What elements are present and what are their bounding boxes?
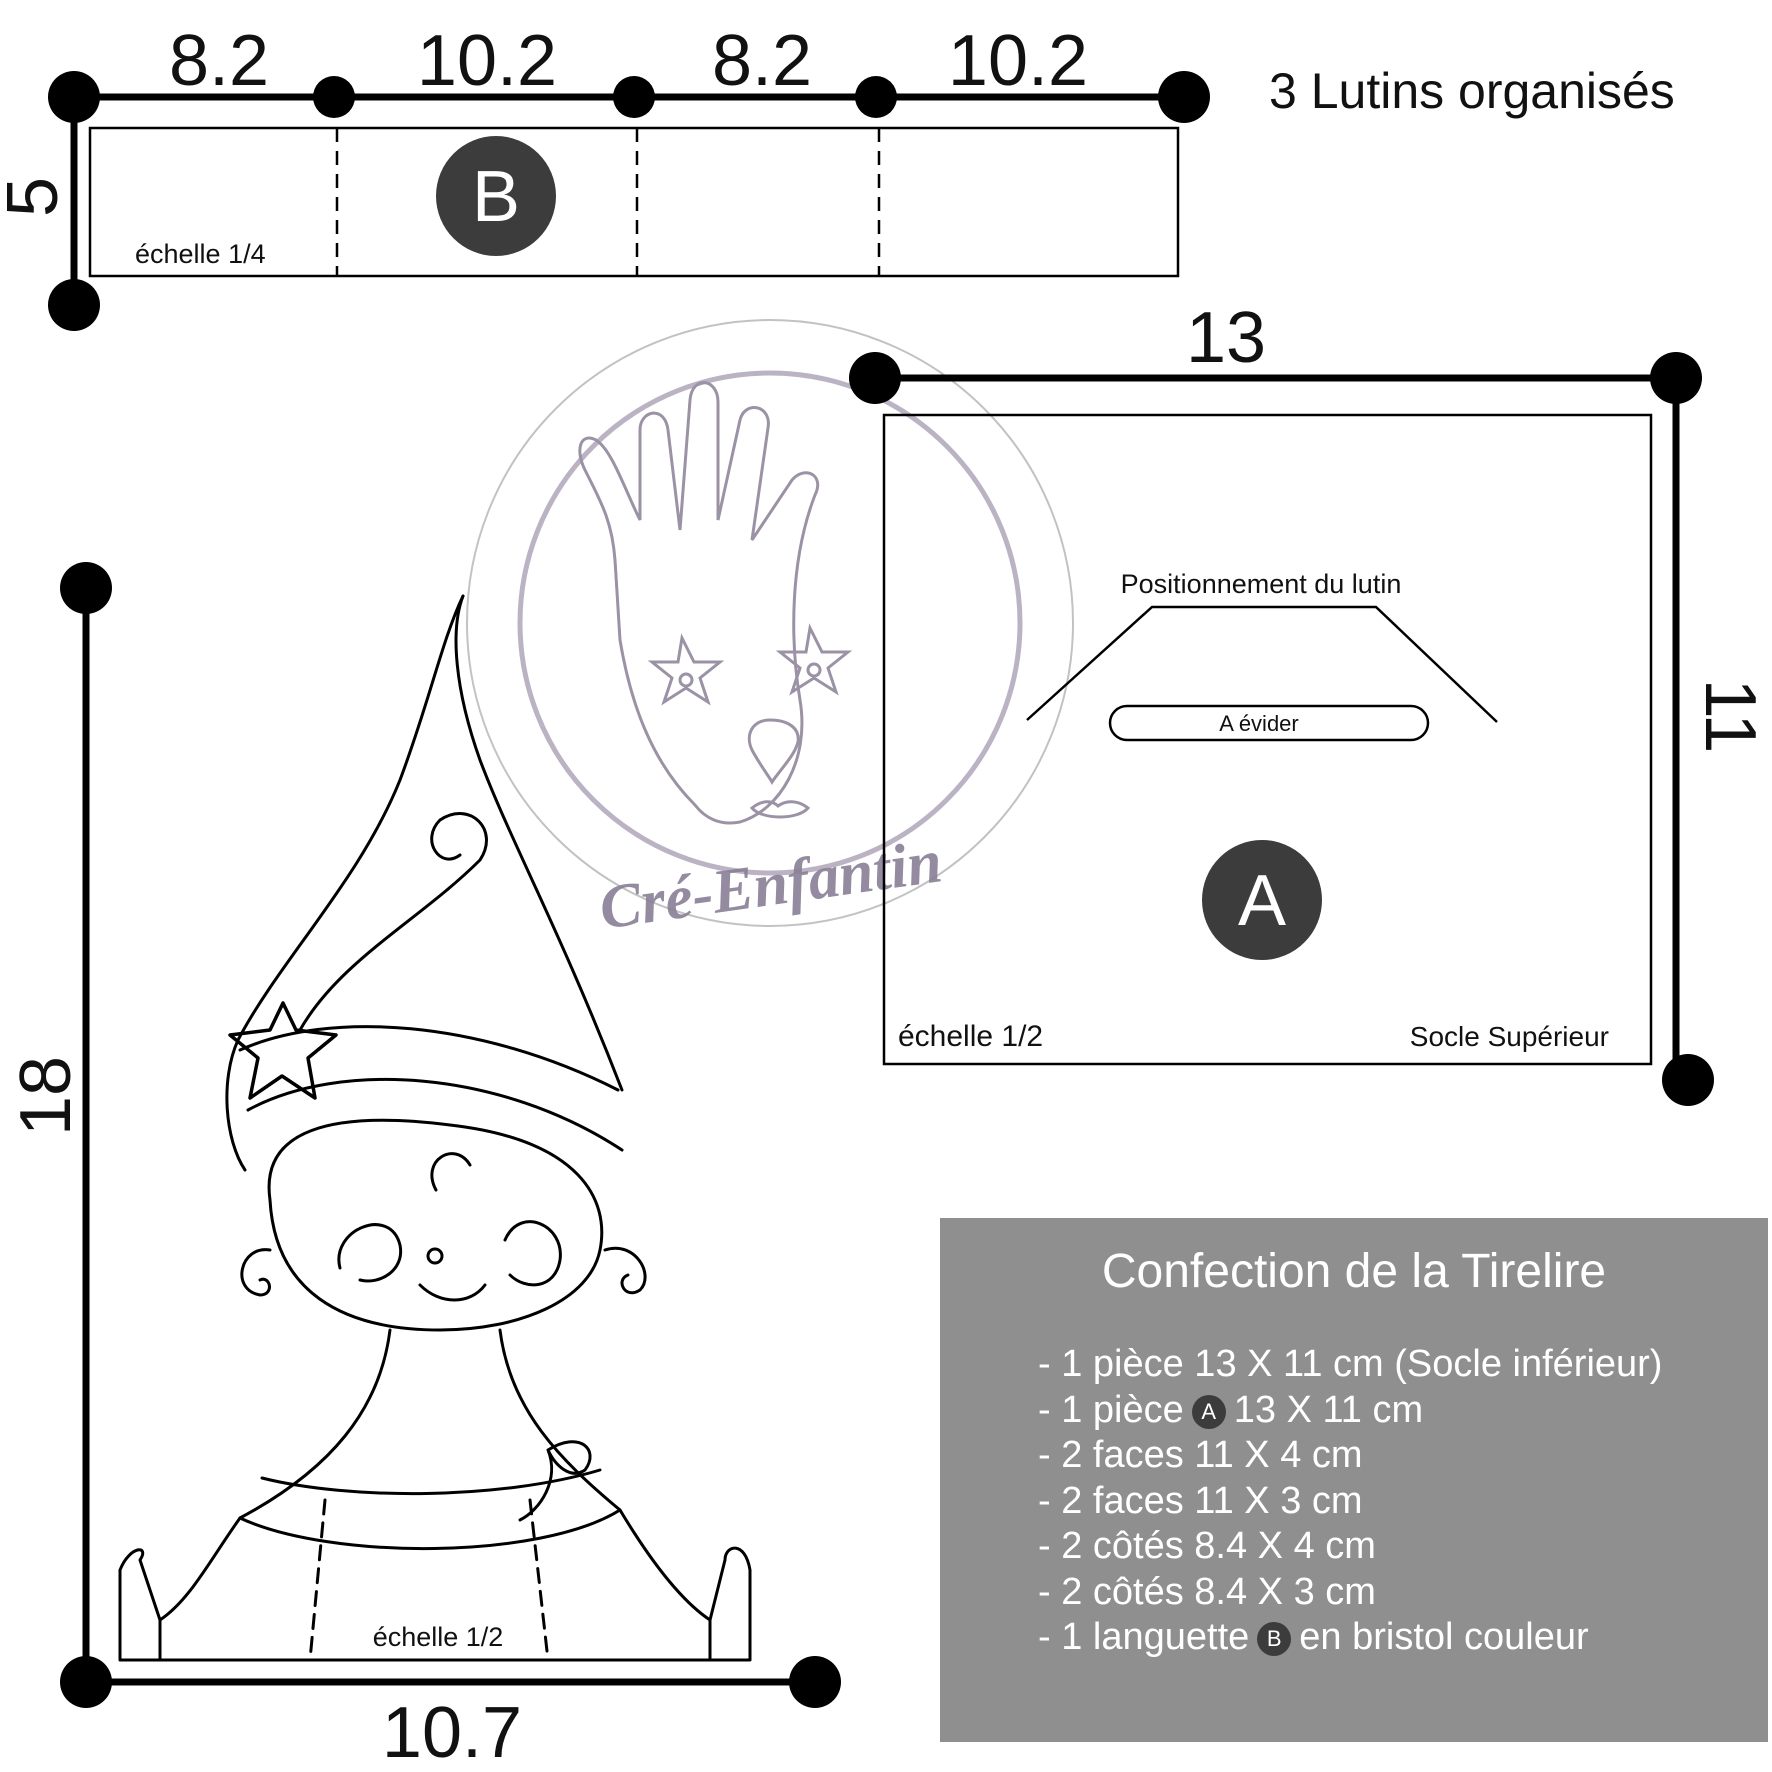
list-item-text: - 2 faces 11 X 3 cm [1038, 1479, 1363, 1522]
strip-height-label: 5 [0, 177, 73, 217]
strip-scale-label: échelle 1/4 [135, 239, 266, 269]
strip-caption: 3 Lutins organisés [1269, 63, 1675, 119]
piece-a-badge-letter: A [1238, 861, 1286, 941]
elf-scale-label: échelle 1/2 [373, 1622, 504, 1652]
elf-dimension-line [60, 562, 841, 1708]
slot-cutout-label: A évider [1219, 711, 1299, 736]
piece-a-scale-label: échelle 1/2 [898, 1020, 1043, 1053]
strip-segment-label-3: 8.2 [712, 21, 812, 101]
info-title: Confection de la Tirelire [1101, 1245, 1607, 1298]
materials-list: - 1 pièce 13 X 11 cm (Socle inférieur) -… [1038, 1342, 1662, 1661]
list-item: - 2 côtés 8.4 X 3 cm [1038, 1570, 1662, 1616]
list-item-text: - 2 côtés 8.4 X 4 cm [1038, 1525, 1376, 1567]
positioning-label: Positionnement du lutin [1121, 569, 1402, 599]
info-panel: Confection de la Tirelire - 1 pièce 13 X… [940, 1218, 1768, 1742]
list-item-text: - 1 pièce 13 X 11 cm (Socle inférieur) [1038, 1343, 1663, 1385]
strip-segment-label-2: 10.2 [417, 21, 557, 101]
piece-b-badge [436, 136, 556, 256]
piece-a-height-label: 11 [1690, 679, 1770, 754]
strip-piece-outline [88, 126, 1180, 278]
watermark-logo [466, 319, 1074, 927]
list-item-suffix: en bristol couleur [1299, 1616, 1589, 1658]
list-item-suffix: 13 X 11 cm [1233, 1388, 1424, 1431]
piece-a-badge [1202, 840, 1322, 960]
strip-segment-label-4: 10.2 [948, 21, 1088, 101]
piece-b-badge-letter: B [472, 157, 520, 237]
list-item-text: - 1 languette [1038, 1616, 1250, 1658]
elf-illustration [118, 594, 752, 1662]
elf-height-label: 18 [6, 1056, 86, 1136]
list-item: - 2 faces 11 X 3 cm [1038, 1479, 1662, 1525]
piece-a-dimension-line [849, 352, 1714, 1106]
piece-a-mini-badge: A [1191, 1394, 1226, 1429]
piece-a-width-label: 13 [1186, 298, 1266, 378]
list-item: - 1 pièce 13 X 11 cm (Socle inférieur) [1038, 1342, 1662, 1388]
piece-b-mini-badge: B [1257, 1622, 1292, 1656]
list-item: - 2 faces 11 X 4 cm [1038, 1433, 1662, 1479]
piece-a-outline [882, 413, 1653, 1066]
strip-segment-label-1: 8.2 [169, 21, 269, 101]
strip-dimension-line [48, 71, 1210, 331]
list-item: - 2 côtés 8.4 X 4 cm [1038, 1524, 1662, 1570]
list-item-text: - 2 faces 11 X 4 cm [1038, 1434, 1363, 1476]
list-item-text: - 2 côtés 8.4 X 3 cm [1038, 1570, 1376, 1613]
list-item-text: - 1 pièce [1038, 1388, 1184, 1431]
piece-a-name-label: Socle Supérieur [1410, 1021, 1609, 1052]
elf-width-label: 10.7 [382, 1693, 522, 1772]
elf-position-guide [1026, 605, 1498, 723]
slot-cutout [1108, 704, 1430, 742]
